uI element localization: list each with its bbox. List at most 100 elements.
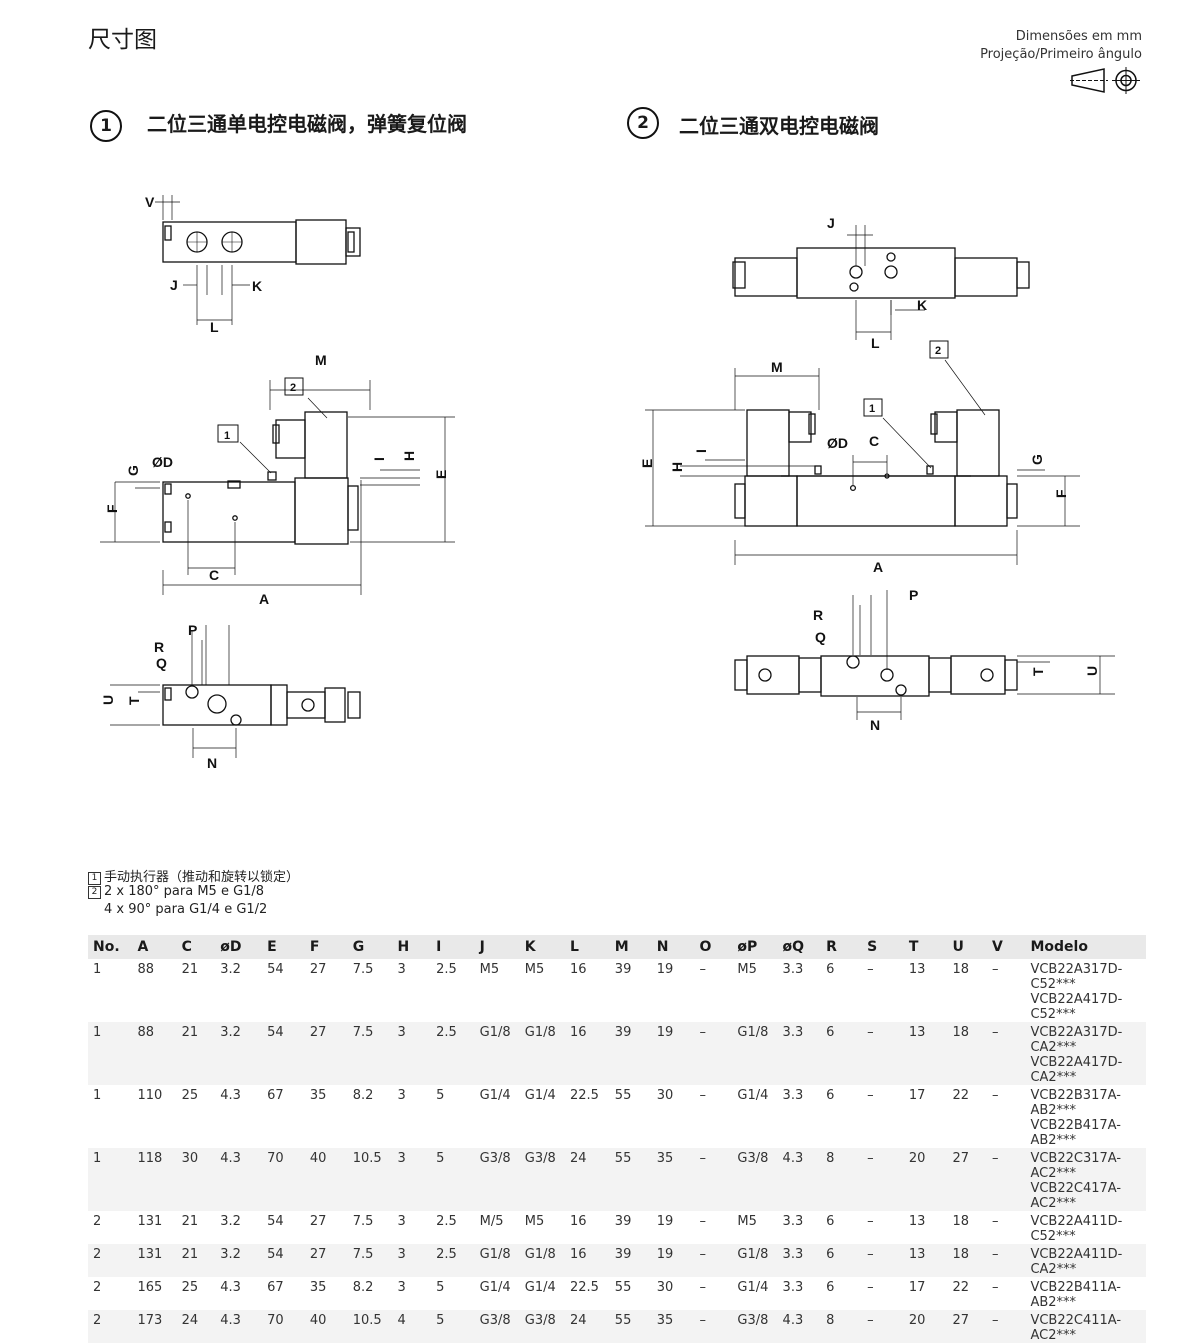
- table-cell: G3/8: [732, 1148, 778, 1211]
- column-header: øQ: [777, 935, 822, 959]
- table-cell: M5: [737, 1214, 757, 1229]
- table-cell: 2: [93, 1280, 102, 1295]
- table-cell: –: [699, 1280, 707, 1295]
- table-cell: 5: [436, 1280, 445, 1295]
- dim-label-j: J: [827, 215, 835, 231]
- page-title: 尺寸图: [88, 27, 157, 53]
- table-cell: 7.5: [347, 1244, 393, 1277]
- dim-label-n: N: [207, 755, 217, 771]
- table-cell: 5: [431, 1148, 475, 1211]
- table-cell: 21: [176, 1022, 216, 1085]
- dim-label-j: J: [170, 277, 178, 293]
- dim-label-a: A: [259, 591, 269, 607]
- top-view: [155, 195, 361, 325]
- table-cell: –: [694, 1244, 733, 1277]
- section-title: 二位三通单电控电磁阀，弹簧复位阀: [147, 112, 467, 136]
- model-code: VCB22A317D-C52***: [1030, 962, 1123, 992]
- table-cell: G3/8: [519, 1148, 565, 1211]
- table-cell: –: [991, 1280, 999, 1295]
- note-3: 4 x 90° para G1/4 e G1/2: [104, 902, 267, 917]
- table-cell: 7.5: [352, 1214, 374, 1229]
- table-cell: –: [699, 1088, 707, 1103]
- table-cell: G1/4: [524, 1088, 556, 1103]
- table-cell: 55: [614, 1280, 632, 1295]
- table-cell: 1: [93, 1088, 102, 1103]
- table-cell: 18: [947, 1022, 987, 1085]
- column-header: L: [564, 935, 610, 959]
- dim-label-k: K: [252, 278, 262, 294]
- table-cell: 55: [614, 1088, 632, 1103]
- model-cell: VCB22A411D-C52***: [1025, 1211, 1146, 1244]
- column-header: F: [304, 935, 348, 959]
- column-header: V: [986, 935, 1026, 959]
- table-cell: 1: [93, 962, 102, 977]
- dim-label-c: C: [209, 567, 219, 583]
- model-code: VCB22B411A-AB2***: [1030, 1280, 1121, 1310]
- table-cell: 35: [309, 1280, 327, 1295]
- column-header: G: [347, 935, 393, 959]
- note-text: 4 x 90° para G1/4 e G1/2: [104, 902, 268, 917]
- dim-label-d: ØD: [152, 454, 173, 470]
- table-cell: 54: [267, 962, 284, 977]
- table-cell: 39: [614, 962, 632, 977]
- table-cell: 18: [952, 962, 970, 977]
- column-header: J: [474, 935, 520, 959]
- table-cell: 2: [93, 1214, 102, 1229]
- table-cell: 19: [656, 962, 674, 977]
- table-cell: 70: [262, 1310, 305, 1343]
- table-cell: 6: [826, 1088, 835, 1103]
- table-cell: 13: [903, 1244, 948, 1277]
- table-cell: 24: [564, 1310, 610, 1343]
- table-cell: 8.2: [352, 1088, 374, 1103]
- dim-label-p: P: [188, 622, 197, 638]
- table-cell: –: [699, 962, 707, 977]
- column-header: R: [821, 935, 863, 959]
- dim-label-h: H: [401, 451, 417, 461]
- dim-label-m: M: [315, 352, 327, 368]
- table-cell: 22: [952, 1088, 970, 1103]
- model-cell: VCB22A317D-CA2***VCB22A417D-CA2***: [1025, 1022, 1146, 1085]
- model-code: VCB22C317A-AC2***: [1030, 1151, 1122, 1181]
- table-cell: 6: [821, 1022, 863, 1085]
- table-cell: G1/4: [524, 1280, 556, 1295]
- column-header: K: [519, 935, 565, 959]
- table-cell: 54: [262, 1022, 305, 1085]
- column-header: øP: [732, 935, 778, 959]
- table-cell: 173: [132, 1310, 177, 1343]
- table-cell: 3: [392, 1148, 432, 1211]
- model-code: VCB22A411D-C52***: [1030, 1214, 1123, 1244]
- table-cell: 8.2: [352, 1280, 374, 1295]
- table-cell: 40: [304, 1310, 348, 1343]
- dim-label-d: ØD: [827, 435, 848, 451]
- table-cell: 110: [137, 1088, 163, 1103]
- note-text: 手动执行器（推动和旋转以锁定）: [104, 870, 300, 885]
- table-cell: 88: [137, 962, 154, 977]
- table-cell: 24: [176, 1310, 216, 1343]
- model-code: VCB22C411A-AC2***: [1030, 1313, 1122, 1343]
- table-cell: 118: [132, 1148, 177, 1211]
- column-header: E: [262, 935, 305, 959]
- table-cell: 4.3: [215, 1310, 263, 1343]
- table-cell: 3.2: [220, 1214, 241, 1229]
- dim-label-k: K: [917, 297, 927, 313]
- dim-label-u: U: [100, 695, 116, 705]
- table-cell: 39: [609, 1022, 652, 1085]
- table-cell: 35: [651, 1148, 695, 1211]
- callout-tag-1: 1: [869, 403, 875, 415]
- table-cell: 13: [903, 1022, 948, 1085]
- dim-label-q: Q: [156, 655, 167, 671]
- table-cell: 39: [614, 1214, 632, 1229]
- single-solenoid-drawing: V J K L: [100, 194, 455, 771]
- model-code: VCB22B417A-AB2***: [1030, 1118, 1121, 1148]
- table-cell: 22.5: [569, 1088, 599, 1103]
- table-cell: –: [991, 962, 999, 977]
- dim-label-q: Q: [815, 629, 826, 645]
- table-cell: G3/8: [474, 1148, 520, 1211]
- dim-label-e: E: [433, 470, 449, 479]
- table-cell: 27: [309, 962, 327, 977]
- bottom-view: [734, 590, 1115, 720]
- table-cell: 4.3: [777, 1310, 822, 1343]
- table-cell: –: [986, 1244, 1026, 1277]
